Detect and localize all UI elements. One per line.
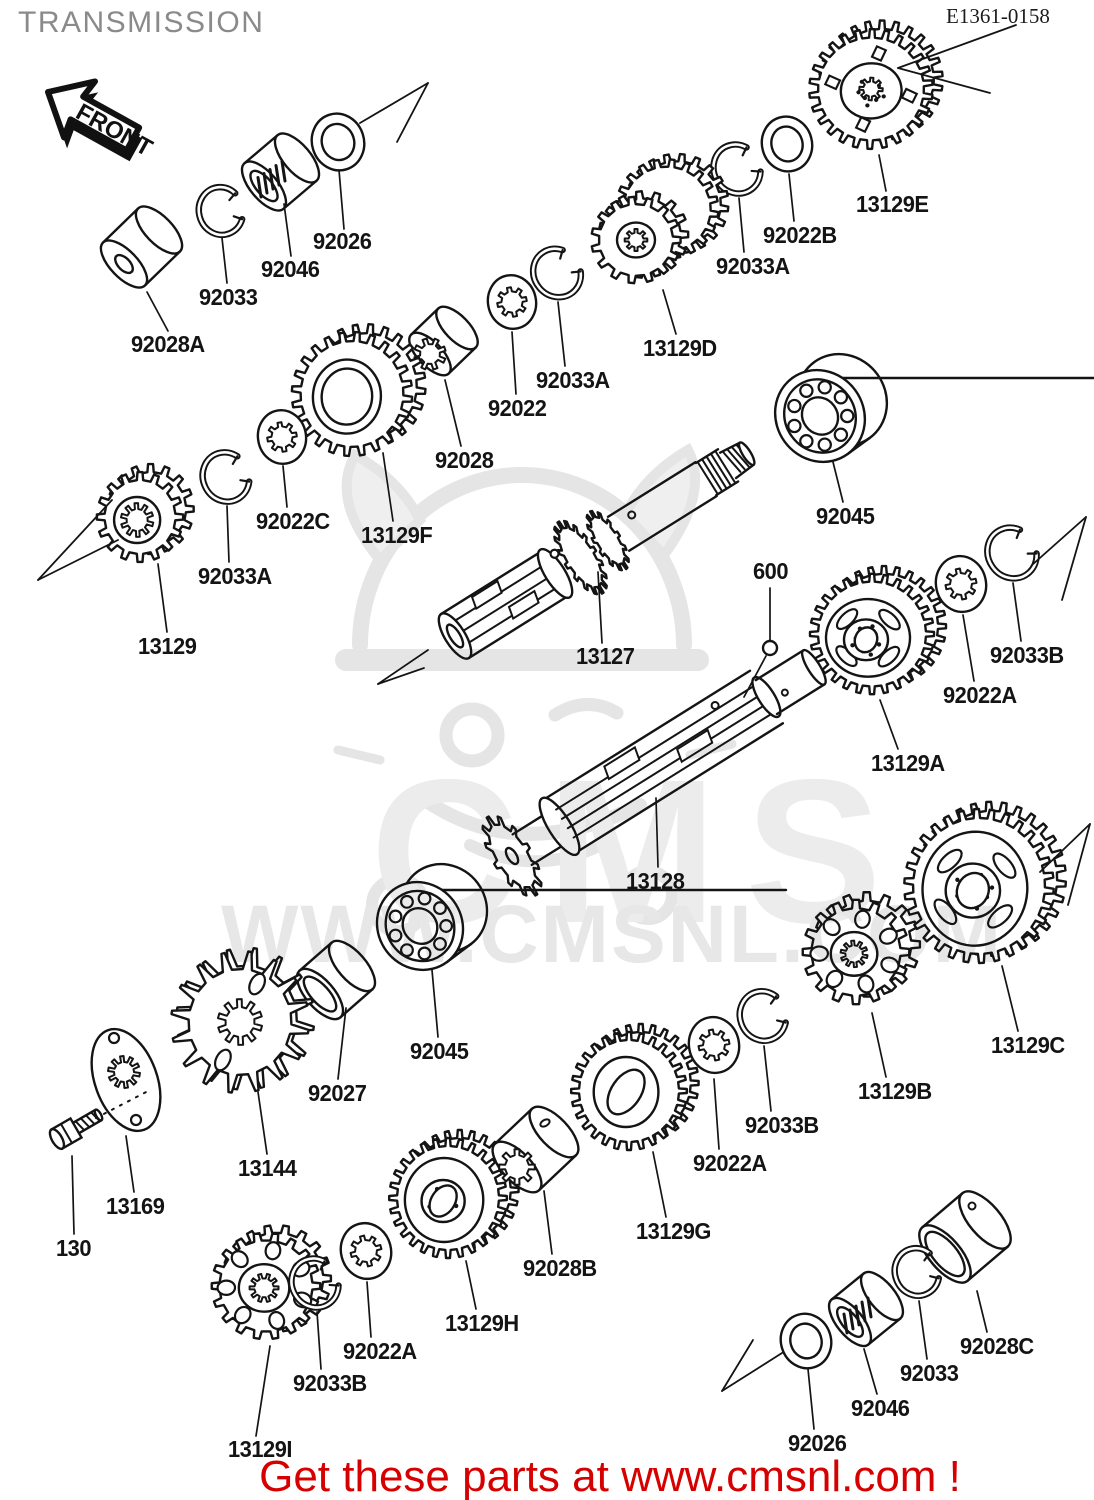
part-label-600: 600 <box>753 558 789 584</box>
part-label-92033a: 92033A <box>716 253 790 279</box>
part-13129e-gear <box>803 15 950 155</box>
part-label-92028b: 92028B <box>523 1255 597 1281</box>
part-label-13129e: 13129E <box>856 191 929 217</box>
part-label-92022b: 92022B <box>763 222 837 248</box>
part-label-13129i: 13129I <box>228 1436 292 1462</box>
part-92028c-bushing <box>910 1183 1019 1291</box>
part-label-13144: 13144 <box>238 1155 297 1181</box>
part-label-92045: 92045 <box>410 1038 469 1064</box>
part-92028a-roller <box>93 199 189 295</box>
part-92033a-circlip-2 <box>523 242 587 307</box>
part-label-92033a: 92033A <box>536 367 610 393</box>
part-13129d-gear <box>592 148 733 283</box>
part-label-13129b: 13129B <box>858 1078 932 1104</box>
part-label-92028c: 92028C <box>960 1333 1034 1359</box>
part-label-13129d: 13129D <box>643 335 717 361</box>
part-label-92027: 92027 <box>308 1080 367 1106</box>
part-label-13129h: 13129H <box>445 1310 519 1336</box>
part-92028-bushing <box>403 300 485 382</box>
part-92022a-washer-1 <box>931 551 992 616</box>
page-title: TRANSMISSION <box>18 6 265 39</box>
part-label-92026: 92026 <box>788 1430 847 1456</box>
part-13169-plate <box>79 1020 174 1141</box>
part-130-bolt <box>47 1104 106 1151</box>
part-label-13129g: 13129G <box>636 1218 711 1244</box>
part-92033b-circlip-2 <box>283 1252 344 1316</box>
part-label-92028: 92028 <box>435 447 494 473</box>
part-label-92033: 92033 <box>199 284 258 310</box>
part-label-13169: 13169 <box>106 1193 165 1219</box>
part-92046-needle-bearing-2 <box>822 1265 911 1352</box>
part-label-92033: 92033 <box>900 1360 959 1386</box>
part-label-92033b: 92033B <box>293 1370 367 1396</box>
part-92033a-circlip-3 <box>195 446 254 509</box>
part-13144-sprocket <box>162 938 324 1102</box>
part-92022a-washer-3 <box>684 1012 745 1077</box>
drawing-number: E1361-0158 <box>946 4 1050 28</box>
part-label-92022: 92022 <box>488 395 547 421</box>
part-label-13129a: 13129A <box>871 750 945 776</box>
part-13129f-gear <box>287 318 431 462</box>
part-92028b-bushing <box>485 1099 587 1200</box>
part-label-13127: 13127 <box>576 643 635 669</box>
part-92027-bushing <box>289 933 383 1026</box>
part-label-92022a: 92022A <box>943 682 1017 708</box>
part-label-92026: 92026 <box>313 228 372 254</box>
part-92033-circlip <box>193 183 244 240</box>
part-label-13129: 13129 <box>138 633 197 659</box>
part-label-13129c: 13129C <box>991 1032 1065 1058</box>
part-92045-bearing-upper <box>757 336 1094 479</box>
part-label-130: 130 <box>56 1235 92 1261</box>
part-92033b-circlip-3 <box>733 986 790 1047</box>
part-92026-washer-2 <box>774 1307 839 1375</box>
part-92022-washer <box>483 271 541 334</box>
part-label-92046: 92046 <box>261 256 320 282</box>
part-13129i-gear-hub <box>212 1226 331 1339</box>
part-13129h-gear <box>389 1130 518 1258</box>
part-92033-circlip-2 <box>888 1243 942 1302</box>
part-label-92028a: 92028A <box>131 331 205 357</box>
part-label-92033a: 92033A <box>198 563 272 589</box>
part-92026-washer <box>304 107 371 177</box>
part-13129c-gear <box>899 796 1071 968</box>
part-92033b-circlip-1 <box>977 520 1043 588</box>
part-92022b-washer <box>756 111 819 177</box>
part-label-92022a: 92022A <box>343 1338 417 1364</box>
part-label-92022c: 92022C <box>256 508 330 534</box>
part-label-92033b: 92033B <box>745 1112 819 1138</box>
part-600-ball <box>761 639 779 657</box>
part-label-92033b: 92033B <box>990 642 1064 668</box>
part-13129g-gear <box>571 1024 698 1150</box>
part-13129a-gear <box>810 566 946 694</box>
part-label-13129f: 13129F <box>361 522 433 548</box>
part-92046-needle-bearing <box>234 126 326 217</box>
part-label-92045: 92045 <box>816 503 875 529</box>
promo-footer-text: Get these parts at www.cmsnl.com ! <box>259 1452 961 1500</box>
part-label-92046: 92046 <box>851 1395 910 1421</box>
part-label-92022a: 92022A <box>693 1150 767 1176</box>
leader-lines <box>72 155 1021 1436</box>
part-92022c-washer <box>254 406 311 467</box>
part-13129b-gear-hub <box>803 892 920 1004</box>
part-92022a-washer-2 <box>335 1217 398 1284</box>
part-label-13128: 13128 <box>626 868 685 894</box>
